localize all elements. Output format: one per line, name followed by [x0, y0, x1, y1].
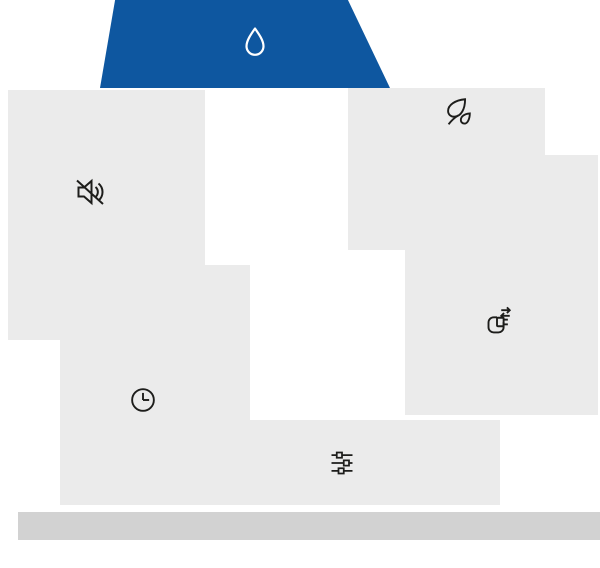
bottom-bar — [18, 512, 600, 540]
sliders-icon — [331, 451, 353, 475]
plug-swap-icon — [487, 306, 512, 334]
volume-mute-icon — [76, 178, 104, 206]
panel-power — [405, 155, 598, 415]
water-banner — [100, 0, 390, 88]
water-drop-icon — [245, 27, 265, 56]
leaf-icon — [447, 98, 471, 125]
clock-icon — [131, 388, 155, 412]
